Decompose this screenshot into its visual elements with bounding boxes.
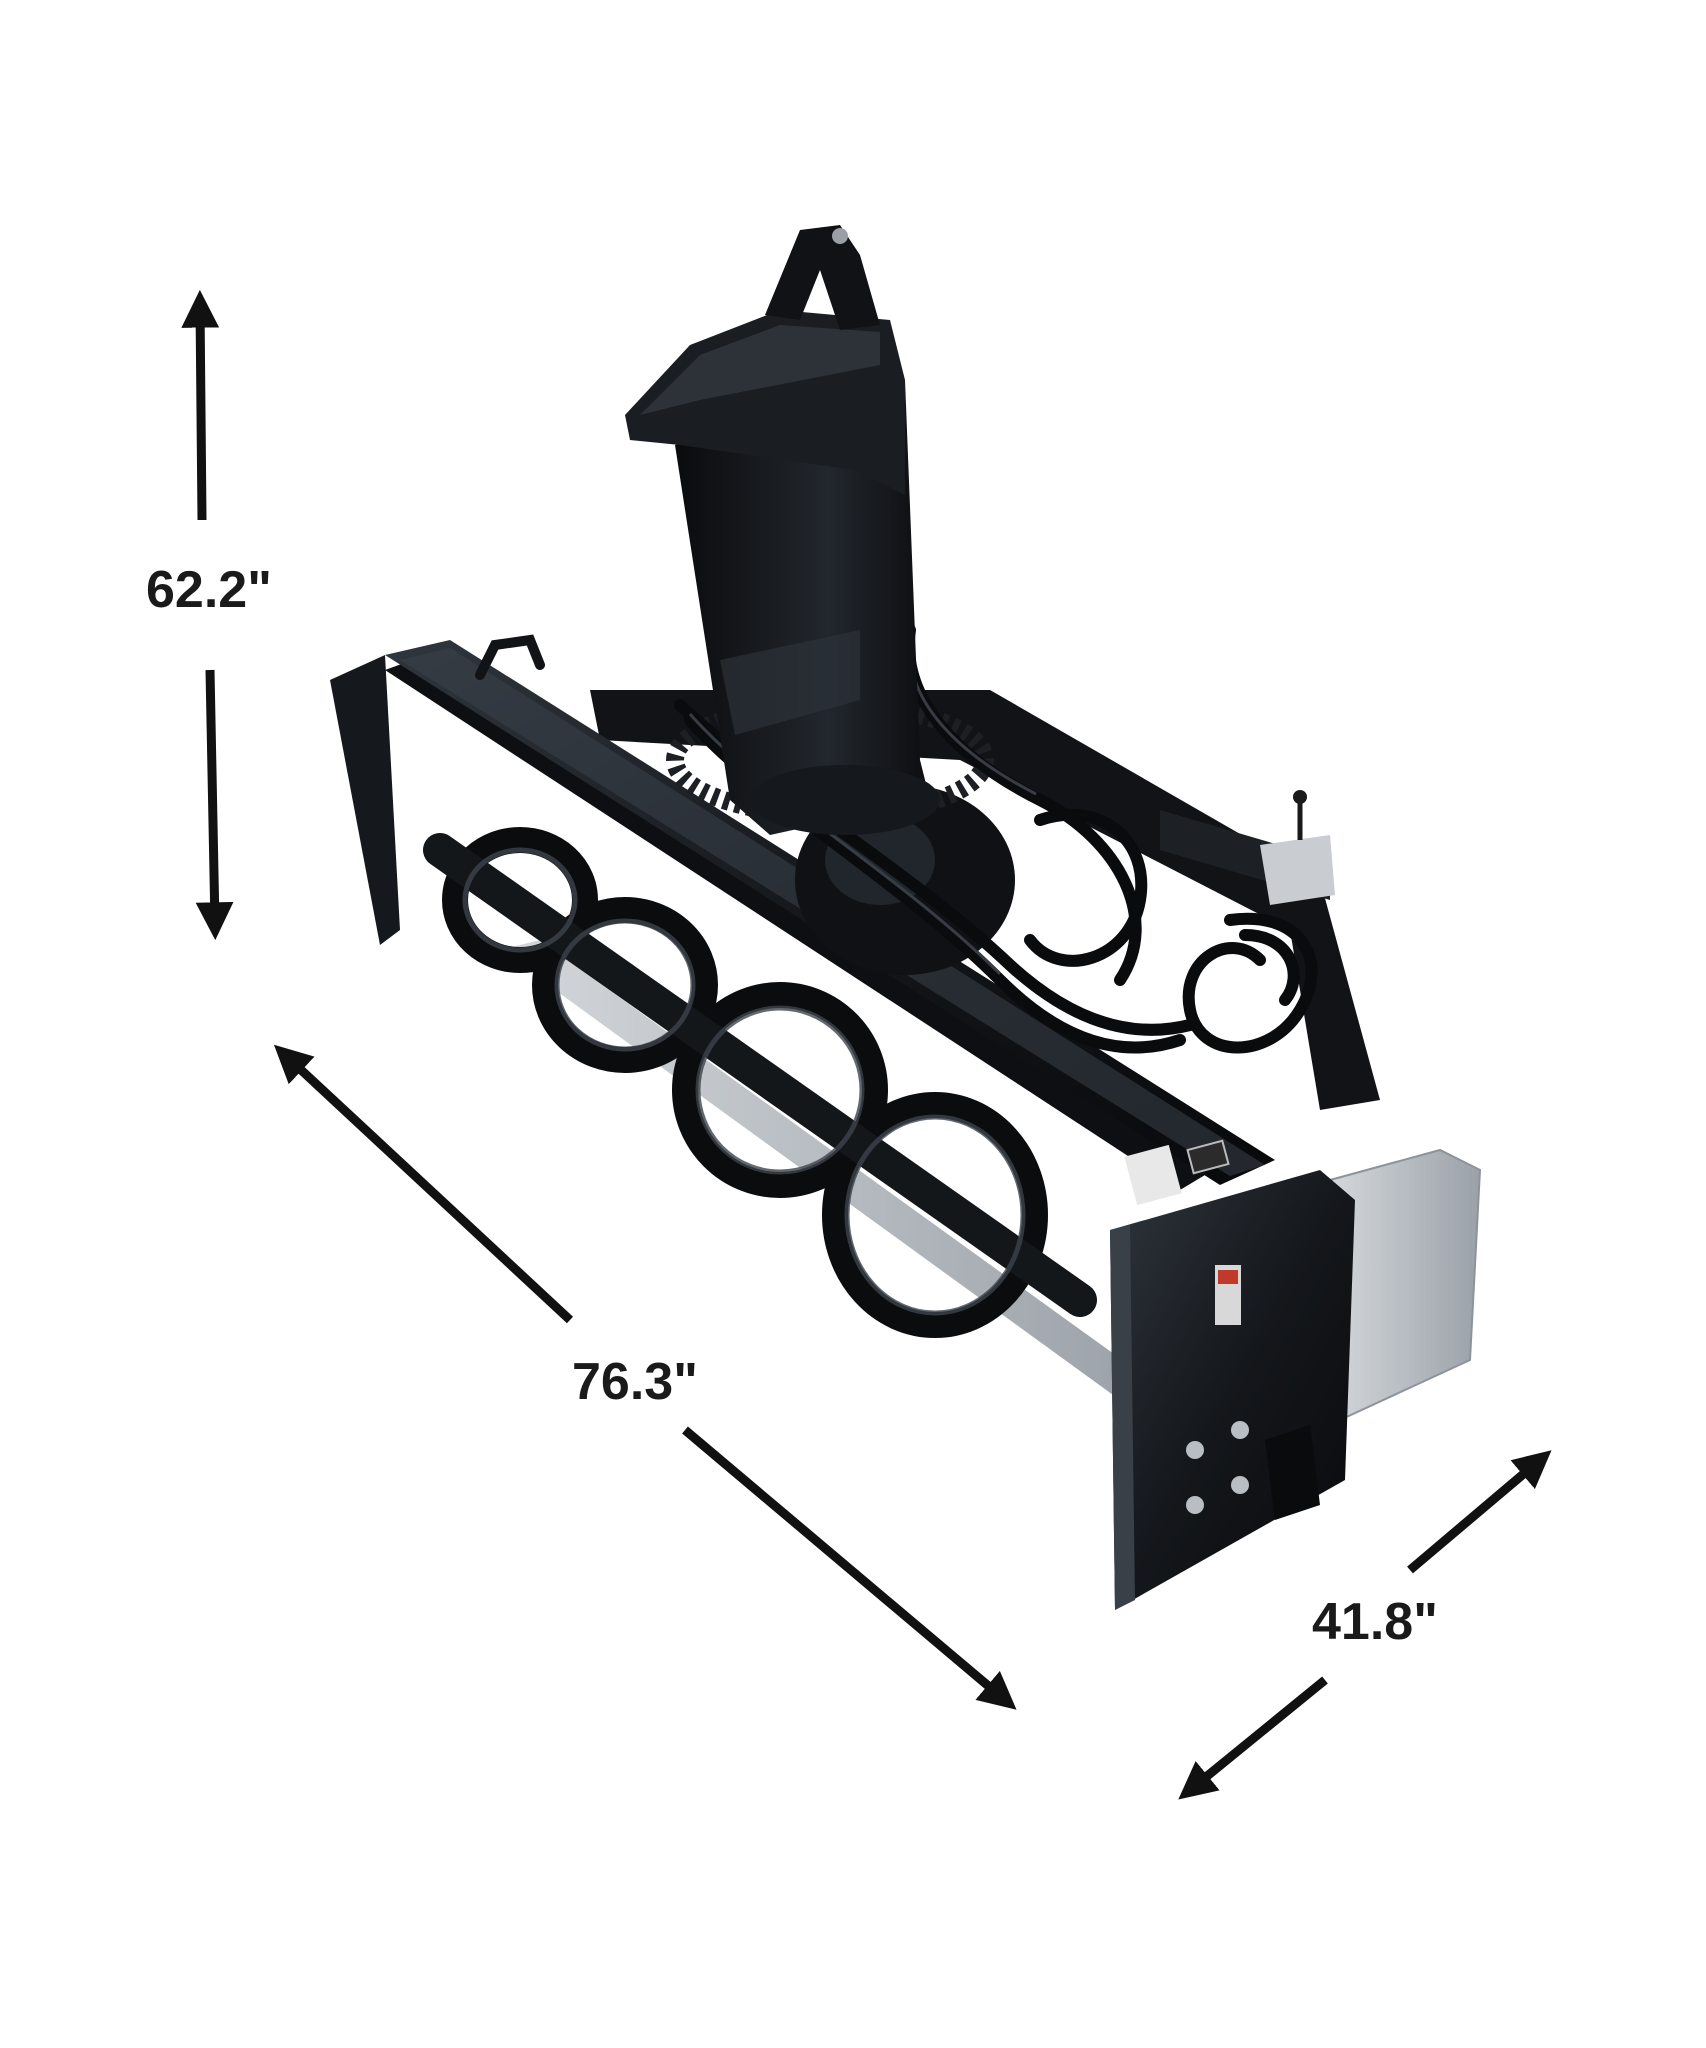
lift-handle	[475, 634, 545, 680]
height-dimension-label: 62.2"	[136, 560, 282, 620]
width-arrow-lower	[1178, 1676, 1328, 1800]
chute-inner-band	[720, 630, 860, 735]
side-plate-hardware	[1186, 1265, 1320, 1520]
snow-blower-attachment-icon	[330, 225, 1482, 1610]
deflector-bracket	[765, 225, 880, 330]
height-arrow-lower	[195, 669, 234, 941]
auger-highlights	[462, 847, 1026, 1316]
right-side-plate-edge	[1110, 1225, 1135, 1610]
length-dimension-label: 76.3"	[562, 1352, 708, 1412]
right-side-plate	[1110, 1170, 1355, 1610]
control-box	[1260, 790, 1335, 905]
left-side-plate	[330, 655, 400, 945]
steel-skid-plate	[1328, 1148, 1482, 1422]
rear-frame	[590, 690, 1380, 1110]
length-arrow-upper	[273, 1044, 574, 1324]
chute-deflector-highlight	[640, 325, 880, 415]
height-arrow-upper	[181, 289, 220, 521]
length-arrow-lower	[682, 1426, 1017, 1710]
chute-base	[750, 765, 940, 835]
width-dimension-label: 41.8"	[1302, 1592, 1448, 1652]
width-arrow-upper	[1407, 1450, 1552, 1574]
warning-decals	[1124, 1139, 1230, 1206]
auger-assembly	[423, 827, 1097, 1338]
